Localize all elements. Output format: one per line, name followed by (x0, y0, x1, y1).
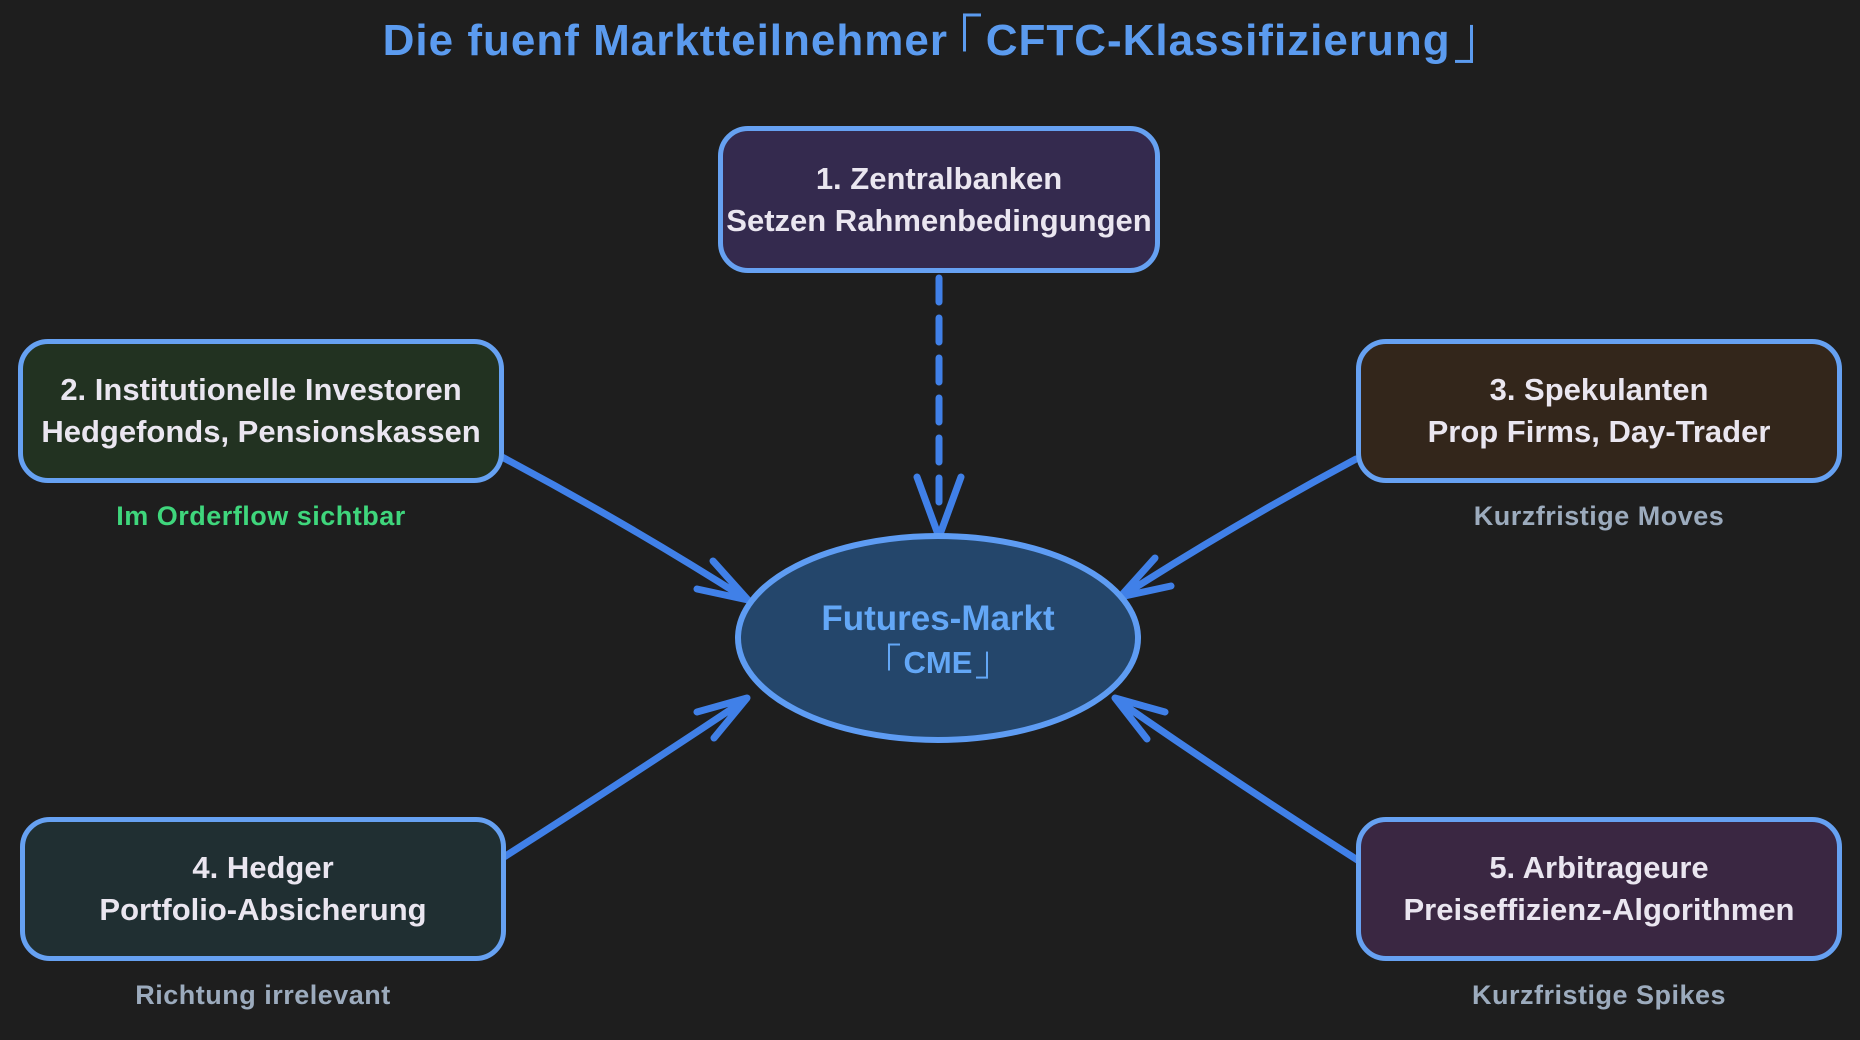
node-spekulanten: 3. Spekulanten Prop Firms, Day-Trader (1356, 339, 1842, 483)
diagram-title: Die fuenf Marktteilnehmer CFTC-Klassifizi… (0, 13, 1860, 66)
node-title: 2. Institutionelle Investoren (60, 372, 462, 407)
futures-markt-name: Futures-Markt (821, 599, 1055, 638)
edge-spekulanten-arrow (1116, 455, 1360, 601)
node-caption-hedger: Richtung irrelevant (135, 980, 391, 1010)
corner-bracket-open-icon (887, 643, 901, 671)
node-hedger: 4. Hedger Portfolio-Absicherung (20, 817, 506, 961)
corner-bracket-close-icon (975, 651, 989, 679)
node-arbitrageure: 5. Arbitrageure Preiseffizienz-Algorithm… (1356, 817, 1842, 961)
edge-hedger-arrow (500, 694, 751, 861)
node-title: 4. Hedger (192, 850, 334, 885)
edge-arbitrageure-arrow (1111, 694, 1363, 865)
node-subtitle: Portfolio-Absicherung (99, 892, 427, 927)
corner-bracket-close-icon (1455, 24, 1473, 63)
node-caption-arbitrageure: Kurzfristige Spikes (1471, 980, 1727, 1010)
node-caption-institutionelle: Im Orderflow sichtbar (116, 501, 406, 531)
node-subtitle: Setzen Rahmenbedingungen (726, 202, 1152, 238)
node-title: 5. Arbitrageure (1489, 850, 1709, 885)
node-institutionelle-investoren: 2. Institutionelle Investoren Hedgefonds… (18, 339, 504, 483)
node-subtitle: Hedgefonds, Pensionskassen (41, 414, 481, 449)
edge-institutionelle-arrow (498, 453, 752, 604)
node-caption-spekulanten: Kurzfristige Moves (1473, 501, 1725, 531)
node-title: 3. Spekulanten (1489, 372, 1709, 407)
futures-markt-label: Futures-Markt CME (738, 598, 1138, 682)
corner-bracket-open-icon (963, 13, 982, 52)
futures-markt-ellipse (735, 533, 1141, 743)
cme-text: CME (903, 645, 973, 680)
node-subtitle: Preiseffizienz-Algorithmen (1403, 892, 1795, 927)
node-title: 1. Zentralbanken (815, 160, 1063, 196)
diagram-title-bracketed: CFTC-Klassifizierung (985, 16, 1451, 65)
cme-sub-label: CME (885, 643, 991, 682)
node-subtitle: Prop Firms, Day-Trader (1427, 414, 1771, 449)
diagram-title-text: Die fuenf Marktteilnehmer (382, 16, 948, 65)
node-zentralbanken: 1. Zentralbanken Setzen Rahmenbedingunge… (718, 126, 1160, 273)
